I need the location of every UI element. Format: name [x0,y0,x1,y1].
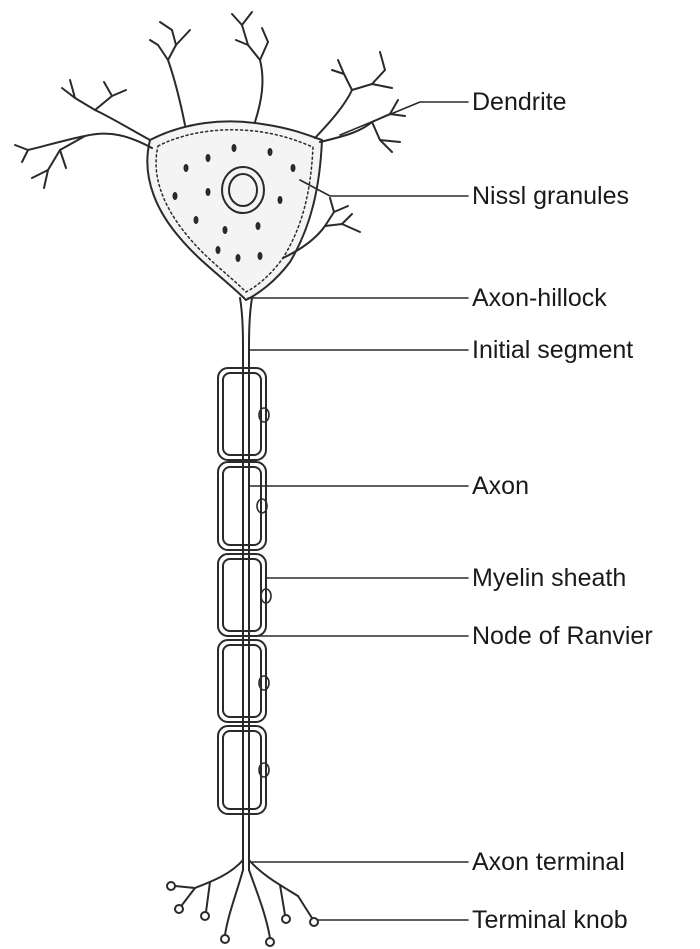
axon-terminals [175,860,312,938]
label-node-of-ranvier: Node of Ranvier [472,622,653,650]
label-dendrite: Dendrite [472,88,567,116]
label-nissl-granules: Nissl granules [472,182,629,210]
leader-nissl [300,180,468,196]
terminal-knobs [167,882,318,946]
label-myelin-sheath: Myelin sheath [472,564,626,592]
axon-hillock-left [240,298,243,870]
label-terminal-knob: Terminal knob [472,906,628,934]
axon-hillock-right [249,298,252,870]
label-axon: Axon [472,472,529,500]
label-axon-hillock: Axon-hillock [472,284,607,312]
label-initial-segment: Initial segment [472,336,633,364]
label-axon-terminal: Axon terminal [472,848,625,876]
